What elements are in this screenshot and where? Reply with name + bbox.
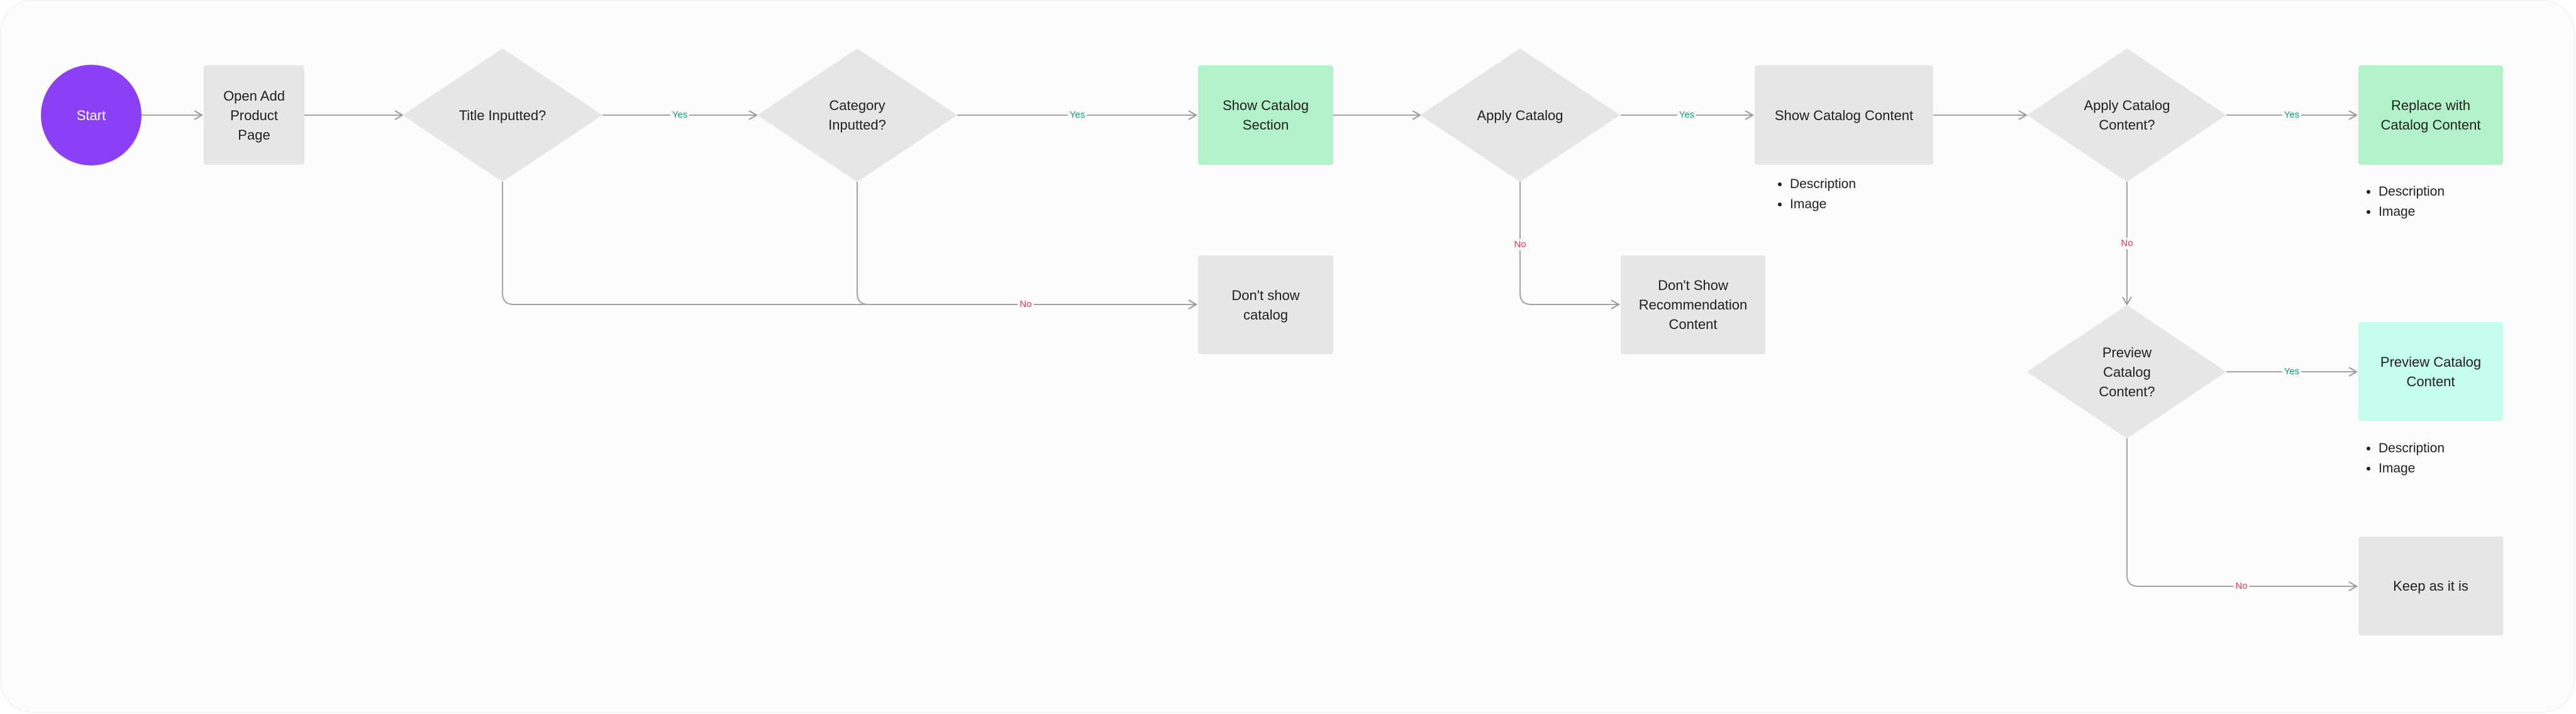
edge-label-title-category-no: No — [1018, 299, 1034, 310]
dont-show-catalog-node: Don't show catalog — [1198, 255, 1333, 354]
diamond-category-inputted — [757, 48, 957, 182]
show-catalog-section-node: Show Catalog Section — [1198, 65, 1333, 165]
bullet-item: Description — [2379, 438, 2445, 459]
apply-catalog-label: Apply Catalog — [1477, 107, 1563, 123]
edge-preview-no — [2126, 438, 2358, 591]
edge-label-title-yes: Yes — [670, 109, 690, 121]
bullet-item: Description — [2379, 182, 2445, 202]
edge-apply-catalog-no — [1519, 182, 1620, 310]
preview-catalog-result-bullets: Description Image — [2363, 438, 2445, 479]
title-inputted-label: Title Inputted? — [458, 107, 547, 123]
edge-label-preview-no: No — [2233, 581, 2250, 592]
bullet-item: Description — [1790, 174, 1856, 194]
diamond-apply-catalog — [1420, 48, 1620, 182]
edge-label-apply-catalog-yes: Yes — [1677, 109, 1697, 121]
edge-category-no — [857, 182, 1197, 310]
bullet-item: Image — [2379, 202, 2445, 222]
apply-catalog-content-label: Apply Catalog Content? — [2084, 98, 2170, 133]
start-node: Start — [41, 65, 142, 165]
keep-as-is-node: Keep as it is — [2358, 537, 2503, 635]
edge-label-preview-yes: Yes — [2282, 366, 2302, 377]
diamond-apply-catalog-content — [2027, 48, 2226, 182]
bullet-item: Image — [2379, 459, 2445, 479]
edge-label-category-yes: Yes — [1067, 109, 1087, 121]
replace-with-catalog-bullets: Description Image — [2363, 182, 2445, 222]
open-add-product-node: Open Add Product Page — [204, 65, 304, 165]
show-catalog-content-node: Show Catalog Content — [1755, 65, 1933, 165]
category-inputted-label: Category Inputted? — [828, 98, 886, 133]
preview-catalog-content-label: Preview Catalog Content? — [2099, 344, 2155, 399]
dont-show-recommendation-node: Don't Show Recommendation Content — [1621, 255, 1765, 354]
bullet-item: Image — [1790, 194, 1856, 215]
show-catalog-content-bullets: Description Image — [1775, 174, 1856, 215]
edge-title-no — [502, 182, 1197, 310]
replace-with-catalog-node: Replace with Catalog Content — [2358, 65, 2503, 165]
preview-catalog-result-node: Preview Catalog Content — [2358, 322, 2503, 421]
diamond-preview-catalog-content — [2027, 305, 2226, 438]
edge-label-apply-catalog-no: No — [1512, 239, 1528, 250]
edge-label-apply-content-no: No — [2119, 238, 2135, 249]
diamond-title-inputted — [402, 48, 602, 182]
edge-label-apply-content-yes: Yes — [2282, 109, 2302, 121]
